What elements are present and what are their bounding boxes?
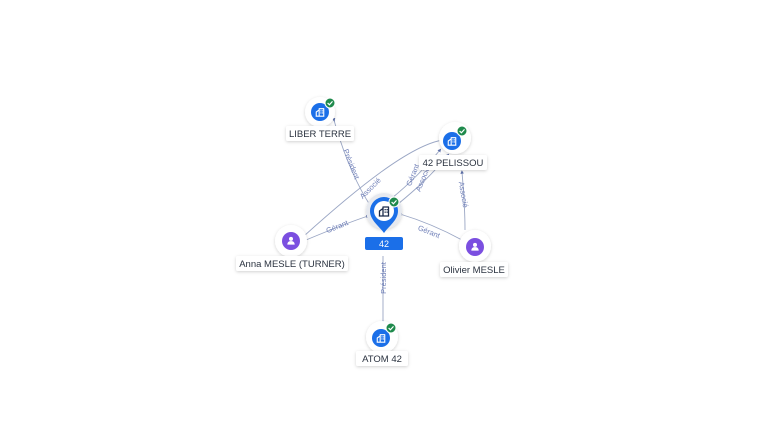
edge-label-olivier-center: Gérant: [417, 223, 442, 240]
center-label-badge: [365, 237, 403, 250]
edge-label-atom-center: Président: [379, 261, 388, 294]
node-label: 42 PELISSOU: [423, 158, 484, 169]
center-company-node-42[interactable]: 42: [365, 193, 403, 250]
verified-check-icon: [456, 125, 468, 137]
company-node-liber-terre[interactable]: LIBER TERRE: [286, 97, 354, 141]
edge-label-olivier-pelissou: Associé: [457, 181, 470, 208]
node-label: ATOM 42: [362, 354, 402, 365]
company-icon: [378, 206, 390, 217]
edge-anna-center: [305, 214, 370, 241]
verified-check-icon: [385, 322, 397, 334]
node-label: Olivier MESLE: [443, 265, 505, 276]
person-node-anna-mesle[interactable]: Anna MESLE (TURNER): [236, 225, 348, 271]
company-icon: [372, 329, 390, 347]
edges: [303, 117, 466, 324]
company-node-42-pelissou[interactable]: 42 PELISSOU: [419, 122, 487, 170]
node-label: LIBER TERRE: [289, 129, 351, 140]
company-icon: [443, 132, 461, 150]
company-node-atom-42[interactable]: ATOM 42: [356, 321, 408, 366]
edge-center-pelissou-1: [391, 148, 442, 199]
edge-olivier-pelissou: [460, 170, 466, 231]
verified-check-icon: [324, 97, 336, 109]
person-node-olivier-mesle[interactable]: Olivier MESLE: [440, 230, 508, 277]
edge-olivier-center: [398, 212, 463, 241]
person-icon: [466, 238, 484, 256]
node-label: Anna MESLE (TURNER): [239, 259, 345, 270]
center-label: 42: [379, 239, 389, 249]
person-icon: [282, 232, 300, 250]
edge-anna-pelissou: [303, 138, 445, 237]
edge-label-liber-center: Président: [341, 148, 362, 182]
company-icon: [311, 103, 329, 121]
edge-label-anna-center: Gérant: [325, 218, 350, 235]
verified-check-icon: [388, 196, 400, 208]
